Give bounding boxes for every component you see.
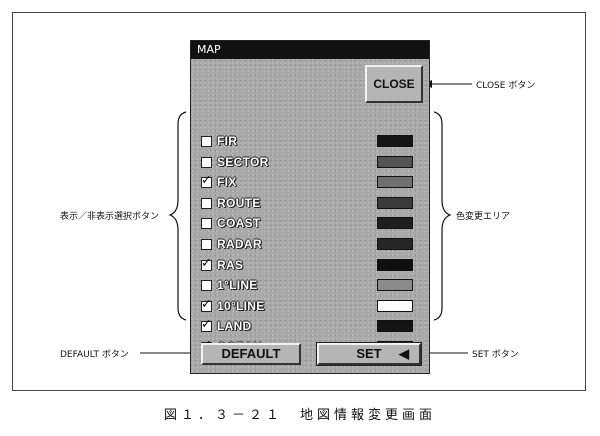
layer-checkbox[interactable]: ✓ bbox=[201, 317, 212, 333]
display-toggle-annotation: 表示／非表示選択ボタン bbox=[60, 212, 160, 222]
checkmark-icon: ✓ bbox=[201, 255, 212, 271]
layer-checkbox[interactable]: ✓ bbox=[201, 255, 212, 271]
layer-label: 1°LINE bbox=[217, 278, 258, 293]
layer-label: SECTOR bbox=[217, 154, 269, 169]
arrow-left-icon: ◀ bbox=[399, 346, 409, 361]
layer-checkbox[interactable] bbox=[201, 280, 212, 292]
checkmark-icon: ✓ bbox=[201, 296, 212, 312]
window-title: MAP bbox=[197, 43, 221, 56]
set-button-annotation: SET ボタン bbox=[472, 350, 519, 360]
layer-label: 10°LINE bbox=[217, 298, 265, 313]
color-swatch[interactable] bbox=[377, 258, 413, 271]
right-brace bbox=[433, 111, 452, 321]
color-swatch[interactable] bbox=[377, 155, 413, 168]
color-change-area-annotation: 色変更エリア bbox=[456, 212, 511, 222]
color-swatch[interactable] bbox=[377, 217, 413, 230]
layer-checkbox[interactable]: ✓ bbox=[201, 173, 212, 189]
layer-label: ROUTE bbox=[217, 195, 261, 210]
set-button-label: SET bbox=[356, 346, 382, 361]
color-swatch[interactable] bbox=[377, 238, 413, 250]
layer-row: ROUTE bbox=[201, 195, 426, 213]
layer-label: COAST bbox=[217, 216, 261, 231]
layer-row: ✓ LAND bbox=[201, 318, 426, 336]
color-swatch[interactable] bbox=[377, 196, 413, 209]
layer-label: RAS bbox=[217, 257, 244, 272]
left-brace bbox=[168, 111, 187, 321]
figure-caption: 図１．３－２１ 地図情報変更画面 bbox=[163, 408, 436, 423]
figure-frame bbox=[12, 12, 586, 391]
close-button[interactable]: CLOSE bbox=[365, 65, 423, 103]
checkmark-icon: ✓ bbox=[201, 317, 212, 333]
checkmark-icon: ✓ bbox=[201, 173, 212, 189]
layer-row: 1°LINE bbox=[201, 277, 426, 295]
layer-checkbox[interactable] bbox=[201, 218, 212, 230]
layer-row: RADAR bbox=[201, 236, 426, 254]
layer-checkbox[interactable] bbox=[201, 197, 212, 209]
layer-checkbox[interactable]: ✓ bbox=[201, 296, 212, 312]
layer-row: ✓ 10°LINE bbox=[201, 298, 426, 316]
layer-row: SECTOR bbox=[201, 154, 426, 172]
layer-row: ✓ FIX bbox=[201, 174, 426, 192]
color-swatch[interactable] bbox=[377, 279, 413, 292]
layer-row: COAST bbox=[201, 215, 426, 233]
default-button[interactable]: DEFAULT bbox=[201, 343, 301, 365]
map-window: MAP CLOSE FIR SECTOR ✓ FIX ROUTE COAST RADAR ✓ R… bbox=[190, 40, 430, 374]
layer-row: FIR bbox=[201, 133, 426, 151]
layer-checkbox[interactable] bbox=[201, 156, 212, 168]
close-button-annotation: CLOSE ボタン bbox=[476, 81, 536, 91]
color-swatch[interactable] bbox=[377, 176, 413, 189]
window-title-bar[interactable]: MAP bbox=[191, 41, 429, 59]
layer-checkbox[interactable] bbox=[201, 239, 212, 250]
layer-label: FIX bbox=[217, 175, 237, 190]
default-button-annotation: DEFAULT ボタン bbox=[60, 350, 129, 360]
layer-row: ✓ RAS bbox=[201, 257, 426, 275]
set-button[interactable]: SET ◀ bbox=[316, 342, 422, 366]
layer-label: RADAR bbox=[217, 237, 262, 251]
layer-label: FIR bbox=[217, 134, 238, 148]
layer-checkbox[interactable] bbox=[201, 136, 212, 147]
color-swatch[interactable] bbox=[377, 299, 413, 312]
layer-label: LAND bbox=[217, 319, 252, 334]
color-swatch[interactable] bbox=[377, 135, 413, 147]
color-swatch[interactable] bbox=[377, 320, 413, 333]
